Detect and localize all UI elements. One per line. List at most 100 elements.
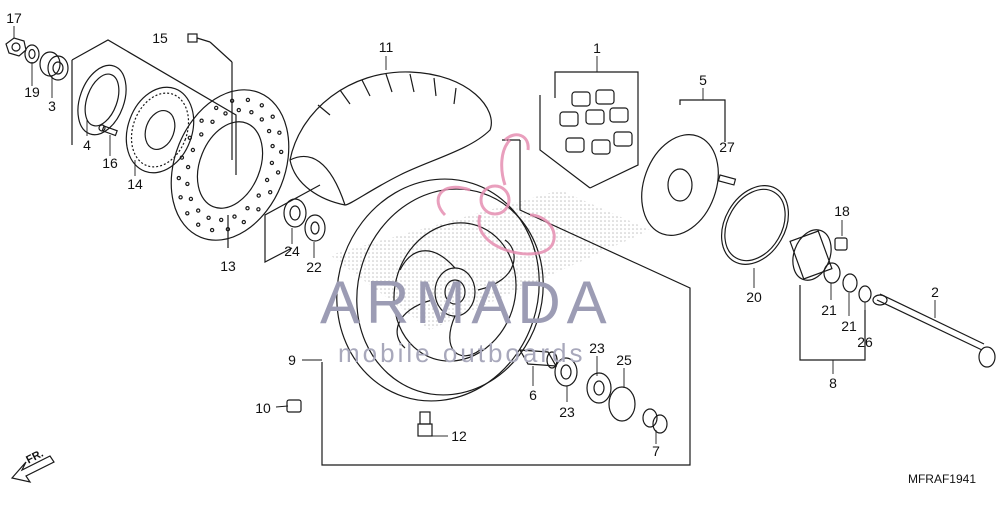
disc-hole	[268, 189, 273, 195]
disc-hole	[236, 107, 241, 113]
disc-hole	[185, 181, 190, 187]
tire-11-part	[289, 71, 492, 206]
disc-hole	[176, 175, 181, 181]
callout-6: 6	[529, 387, 537, 403]
pulser-14-part	[125, 86, 195, 174]
disc-hole	[245, 205, 250, 211]
callout-9: 9	[288, 352, 296, 368]
disc-hole	[277, 130, 282, 135]
nut-17-part	[5, 37, 27, 57]
valve-12-part	[417, 411, 433, 437]
callout-1: 1	[593, 40, 601, 56]
disc-hole	[264, 177, 270, 183]
ring-4-part	[77, 64, 127, 136]
disc-hole	[187, 135, 192, 140]
disc-hole	[185, 211, 190, 216]
disc-hole	[188, 196, 194, 202]
callout-12: 12	[451, 428, 467, 444]
bolt-16-part	[98, 124, 118, 137]
callout-3: 3	[48, 98, 56, 114]
callout-23-upper: 23	[589, 340, 605, 356]
disc-hole	[190, 147, 196, 153]
frame-wheel	[264, 184, 321, 263]
collar-7-part	[642, 408, 668, 434]
disc-hole	[269, 160, 275, 166]
wheel-9-part	[336, 178, 544, 402]
callout-26: 26	[857, 334, 873, 350]
disc-hole	[241, 219, 246, 225]
callout-19: 19	[24, 84, 40, 100]
watermark-emblem	[436, 133, 556, 256]
disc-hole	[223, 111, 228, 116]
bearing-24-part	[283, 198, 307, 228]
disc-hole	[179, 155, 185, 160]
diagram-code: MFRAF1941	[907, 472, 976, 486]
driven-flange-8-part	[789, 229, 888, 306]
sleeve-6-part	[518, 349, 558, 369]
disc-hole	[259, 117, 264, 122]
callout-15: 15	[152, 30, 168, 46]
leader-lines	[13, 26, 936, 444]
disc-hole	[245, 97, 251, 103]
disc-hole	[256, 207, 261, 212]
disc-hole	[213, 105, 219, 111]
callout-18: 18	[834, 203, 850, 219]
callout-24: 24	[284, 243, 300, 259]
disc-hole	[195, 222, 201, 227]
disc-hole	[229, 98, 235, 104]
disc-hole	[185, 164, 191, 170]
bearing-22-part	[304, 214, 326, 242]
callout-21-left: 21	[821, 302, 837, 318]
callout-22: 22	[306, 259, 322, 275]
callout-4: 4	[83, 137, 91, 153]
brake-disc-13-part	[170, 89, 290, 241]
callout-13: 13	[220, 258, 236, 274]
disc-hole	[218, 217, 224, 223]
front-arrow-icon	[10, 455, 55, 483]
disc-hole	[270, 114, 275, 119]
callout-20: 20	[746, 289, 762, 305]
stud-27-part	[717, 174, 737, 186]
callout-27: 27	[719, 139, 735, 155]
callout-21-right: 21	[841, 318, 857, 334]
callout-16: 16	[102, 155, 118, 171]
bearing-23b-part	[586, 372, 612, 404]
callout-7: 7	[652, 443, 660, 459]
axle-2-part	[876, 293, 996, 368]
disc-hole	[259, 103, 264, 108]
disc-hole	[232, 214, 237, 219]
circlip-20-part	[720, 185, 790, 265]
frame-dampers	[539, 71, 639, 189]
bearing-23a-part	[554, 357, 578, 387]
collar-3-part	[39, 51, 69, 81]
washer-19-part	[24, 44, 40, 64]
callout-5: 5	[699, 72, 707, 88]
frame-brake-hub	[71, 39, 237, 175]
callout-25: 25	[616, 352, 632, 368]
disc-hole	[199, 132, 204, 137]
disc-hole	[270, 143, 275, 149]
disc-hole	[206, 215, 211, 220]
disc-hole	[210, 119, 215, 125]
oring-25-part	[608, 386, 636, 422]
disc-hole	[199, 118, 204, 123]
shaded-area	[330, 190, 650, 330]
callout-8: 8	[829, 375, 837, 391]
disc-hole	[266, 128, 272, 134]
callout-2: 2	[931, 284, 939, 300]
callout-11: 11	[378, 39, 394, 55]
flange-5-part	[641, 134, 719, 236]
callout-14: 14	[127, 176, 143, 192]
callout-23-lower: 23	[559, 404, 575, 420]
disc-hole	[209, 227, 215, 233]
disc-hole	[275, 170, 281, 175]
weight-10-part	[286, 399, 302, 413]
disc-hole	[279, 149, 284, 155]
disc-hole	[256, 193, 261, 198]
disc-hole	[178, 195, 183, 200]
callout-17: 17	[6, 10, 22, 26]
disc-hole	[249, 109, 254, 115]
bolt-18-part	[834, 237, 848, 251]
